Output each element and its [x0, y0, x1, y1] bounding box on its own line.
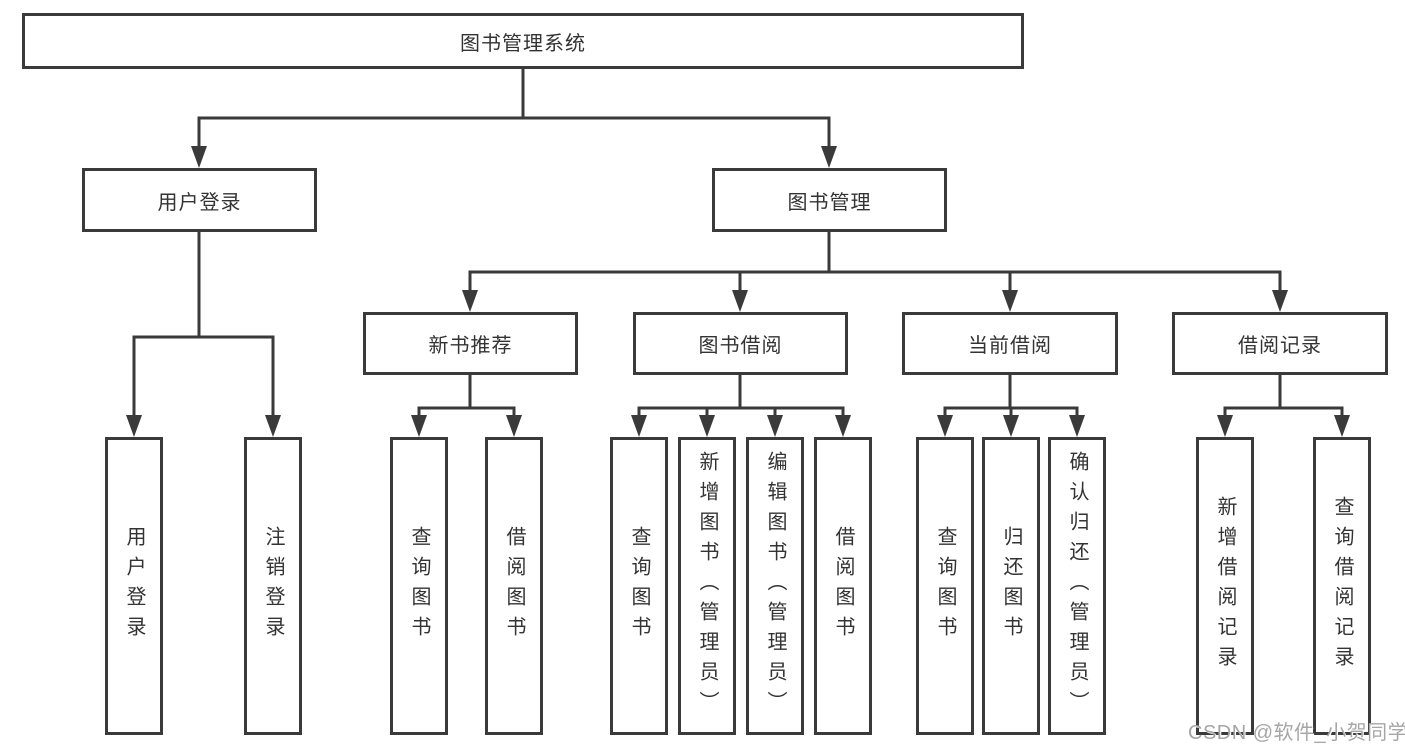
branch-borrow-records	[1217, 375, 1350, 437]
leaf-br-add-record: 新增借阅记录	[1196, 437, 1254, 735]
node-borrow-records: 借阅记录	[1172, 312, 1388, 375]
watermark: CSDN @软件_小贺同学	[1188, 722, 1405, 744]
leaf-bb-add-books-admin: 新增图书（管理员）	[678, 437, 736, 735]
branch-user-login	[126, 232, 281, 437]
leaf-cb-confirm-return-admin: 确认归还（管理员）	[1048, 437, 1106, 735]
leaf-logout-label: 注销登录	[262, 526, 284, 646]
leaf-cb-return-books: 归还图书	[982, 437, 1040, 735]
leaf-bb-borrow-books-label: 借阅图书	[832, 526, 854, 646]
branch-root-to-level2	[191, 69, 837, 168]
leaf-bb-query-books-label: 查询图书	[628, 526, 650, 646]
node-new-book-rec: 新书推荐	[363, 312, 578, 375]
leaf-rec-borrow-books: 借阅图书	[485, 437, 543, 735]
branch-book-mgmt	[462, 232, 1288, 312]
branch-new-book-rec	[411, 375, 522, 437]
node-current-borrow: 当前借阅	[902, 312, 1118, 375]
leaf-cb-return-books-label: 归还图书	[1000, 526, 1022, 646]
node-book-borrow: 图书借阅	[633, 312, 848, 375]
leaf-rec-borrow-books-label: 借阅图书	[503, 526, 525, 646]
leaf-user-login-label: 用户登录	[123, 526, 145, 646]
leaf-br-query-record-label: 查询借阅记录	[1331, 496, 1353, 676]
leaf-logout: 注销登录	[244, 437, 302, 735]
leaf-cb-confirm-return-admin-label: 确认归还（管理员）	[1066, 451, 1088, 721]
node-user-login: 用户登录	[82, 168, 317, 232]
leaf-bb-query-books: 查询图书	[610, 437, 668, 735]
leaf-user-login: 用户登录	[105, 437, 163, 735]
leaf-bb-borrow-books: 借阅图书	[814, 437, 872, 735]
branch-current-borrow	[937, 375, 1085, 437]
node-book-mgmt: 图书管理	[712, 168, 947, 232]
leaf-br-query-record: 查询借阅记录	[1313, 437, 1371, 735]
leaf-rec-query-books-label: 查询图书	[408, 526, 430, 646]
leaf-br-add-record-label: 新增借阅记录	[1214, 496, 1236, 676]
leaf-cb-query-books-label: 查询图书	[934, 526, 956, 646]
leaf-bb-add-books-admin-label: 新增图书（管理员）	[696, 451, 718, 721]
node-root: 图书管理系统	[22, 13, 1024, 69]
leaf-bb-edit-books-admin: 编辑图书（管理员）	[746, 437, 804, 735]
leaf-cb-query-books: 查询图书	[916, 437, 974, 735]
leaf-rec-query-books: 查询图书	[390, 437, 448, 735]
branch-book-borrow	[631, 375, 851, 437]
leaf-bb-edit-books-admin-label: 编辑图书（管理员）	[764, 451, 786, 721]
